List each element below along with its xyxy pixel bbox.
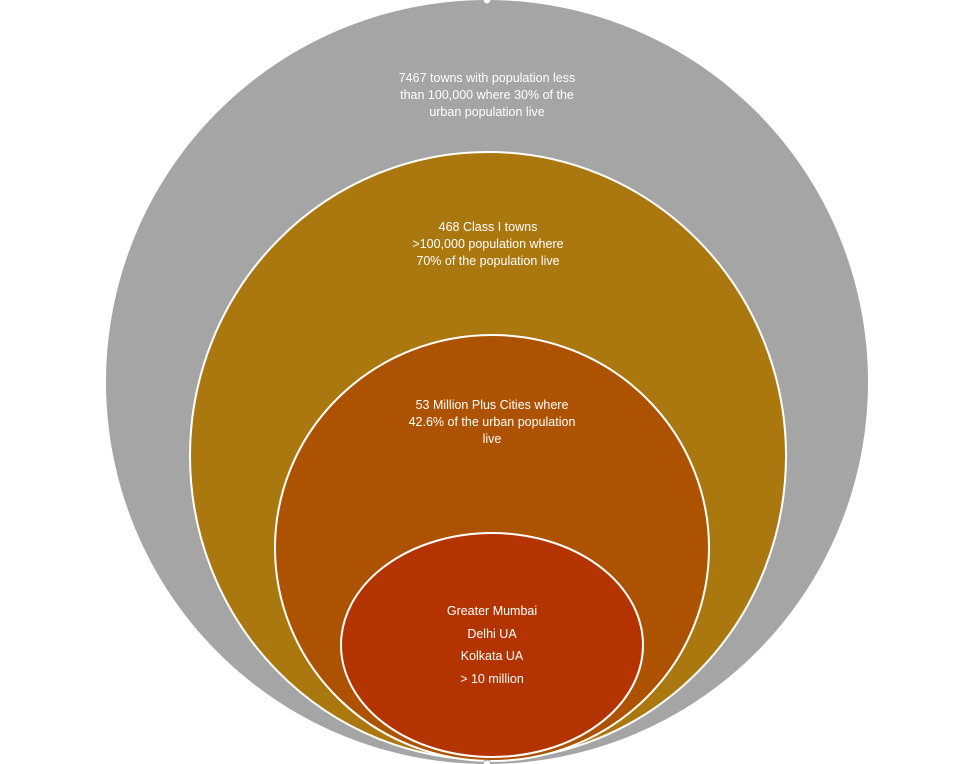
label-line: Greater Mumbai (446, 604, 538, 618)
label-line: 42.6% of the urban population (408, 415, 576, 429)
label-line: live (482, 432, 502, 446)
label-line: 53 Million Plus Cities where (415, 398, 569, 412)
label-line: urban population live (429, 105, 545, 119)
megacities-circle (340, 532, 644, 758)
megacities-label: Greater Mumbai Delhi UA Kolkata UA > 10 … (392, 603, 592, 693)
label-line: 7467 towns with population less (398, 71, 576, 85)
label-line: Kolkata UA (460, 649, 524, 663)
bottom-handle[interactable] (482, 759, 492, 764)
label-line: Delhi UA (467, 626, 517, 641)
outer-circle-label: 7467 towns with population less than 100… (337, 70, 637, 121)
top-handle[interactable] (482, 0, 492, 5)
million-plus-label: 53 Million Plus Cities where 42.6% of th… (342, 397, 642, 448)
label-line: 70% of the population live (416, 254, 560, 268)
label-line: > 10 million (460, 671, 524, 686)
label-line: >100,000 population where (412, 237, 564, 251)
label-line: than 100,000 where 30% of the (400, 88, 574, 102)
label-line: 468 Class I towns (438, 220, 538, 234)
class1-label: 468 Class I towns >100,000 population wh… (338, 219, 638, 270)
